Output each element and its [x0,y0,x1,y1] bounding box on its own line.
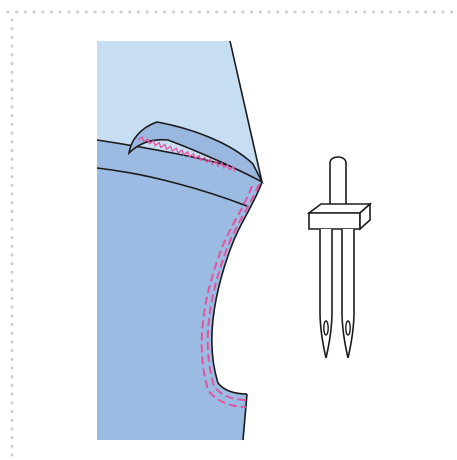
fabric-front-layer [97,140,262,440]
twin-needle-icon [306,156,373,359]
facing-flap [127,121,264,184]
zigzag-stitch [137,136,236,172]
needle-clamp-side [359,202,371,231]
twin-stitch-outer [206,183,260,401]
needle-right [341,229,355,359]
twin-stitch-inner [200,185,253,408]
seam-line-lower [96,167,248,207]
dotted-border [6,10,454,457]
needle-right-eye [345,320,351,336]
fabric-back-edge [229,40,263,183]
hem-step-edge [242,393,248,441]
armhole-edge [210,181,263,395]
needle-shank [329,156,347,209]
needle-clamp-front [308,212,361,230]
needle-left [319,229,333,359]
needle-left-eye [323,320,329,336]
